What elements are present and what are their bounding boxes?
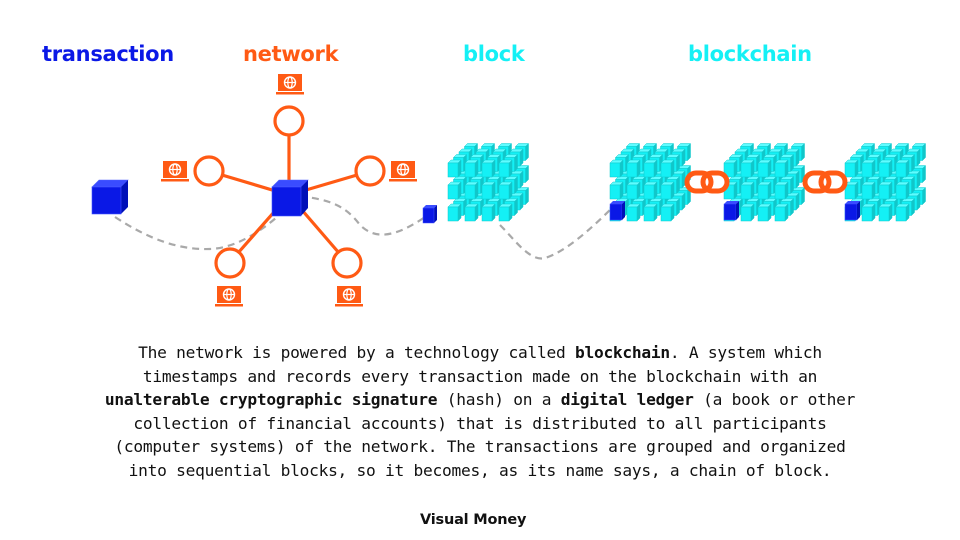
cyan-cube — [774, 159, 789, 178]
cyan-cube — [774, 181, 789, 200]
para-bold-ledger: digital ledger — [560, 390, 694, 409]
cyan-cube — [895, 159, 910, 178]
para-bold-blockchain: blockchain — [574, 343, 670, 362]
para-text: timestamps and records every transaction… — [142, 366, 818, 386]
cyan-cube — [844, 159, 859, 178]
cyan-cube — [660, 203, 675, 222]
cyan-cube — [643, 203, 658, 222]
para-text: into sequential blocks, so it becomes, a… — [128, 460, 832, 480]
laptop-globe-icon — [388, 160, 418, 183]
network-node-circles — [193, 105, 386, 279]
cyan-cube — [464, 159, 479, 178]
cyan-cube — [757, 203, 772, 222]
title-network: network — [243, 42, 339, 66]
blockchain-diagram — [91, 73, 926, 308]
para-bold-signature: unalterable cryptographic signature — [104, 390, 438, 409]
cyan-cube — [481, 159, 496, 178]
node-circle-icon — [193, 155, 225, 187]
cyan-cube — [498, 181, 513, 200]
logo-text: ney — [497, 512, 527, 528]
small-transaction-cube-icon — [422, 205, 437, 224]
cyan-cube — [660, 159, 675, 178]
visual-money-logo: Visual Money — [420, 512, 527, 528]
cyan-cube — [643, 159, 658, 178]
chain-transaction-cube-icon — [723, 201, 739, 221]
title-block: block — [463, 42, 525, 66]
node-circle-icon — [214, 247, 246, 279]
cyan-cube — [740, 181, 755, 200]
chain-transaction-cube-icon — [609, 201, 625, 221]
para-text: . A system which — [669, 343, 822, 362]
laptop-globe-icon — [275, 73, 305, 96]
title-transaction: transaction — [42, 42, 174, 66]
cyan-cube — [757, 181, 772, 200]
cyan-cube — [895, 203, 910, 222]
para-text: (hash) on a — [437, 390, 561, 409]
cyan-cube — [861, 181, 876, 200]
cyan-cube — [481, 203, 496, 222]
chain-transaction-cube-icon — [844, 201, 860, 221]
cyan-cube — [861, 203, 876, 222]
cyan-cube — [447, 159, 462, 178]
cyan-cube — [626, 203, 641, 222]
para-text: The network is powered by a technology c… — [138, 343, 575, 362]
laptop-globe-icon — [160, 160, 190, 183]
cyan-cube — [774, 203, 789, 222]
chain-link-icon — [687, 173, 727, 191]
cyan-cube — [609, 181, 624, 200]
description-paragraph: The network is powered by a technology c… — [20, 341, 940, 482]
node-circle-icon — [354, 155, 386, 187]
cyan-cube — [740, 203, 755, 222]
logo-o-glow: o — [484, 512, 499, 528]
cyan-cube — [861, 159, 876, 178]
para-text: (computer systems) of the network. The t… — [114, 437, 846, 456]
laptop-globe-icon — [334, 285, 364, 308]
cyan-cube — [878, 159, 893, 178]
node-circle-icon — [331, 247, 363, 279]
block-grid-icon — [447, 143, 529, 222]
transaction-path-dashed — [114, 194, 616, 260]
transaction-cube-icon — [91, 179, 129, 215]
network-center-cube-icon — [271, 179, 309, 217]
para-text: collection of financial accounts) that i… — [133, 413, 827, 433]
cyan-cube — [447, 181, 462, 200]
cyan-cube — [609, 159, 624, 178]
cyan-cube — [740, 159, 755, 178]
cyan-cube — [626, 159, 641, 178]
cyan-cube — [498, 203, 513, 222]
cyan-cube — [464, 203, 479, 222]
title-blockchain: blockchain — [688, 42, 812, 66]
cyan-cube — [643, 181, 658, 200]
chain-link-icon — [805, 173, 845, 191]
cyan-cube — [447, 203, 462, 222]
cyan-cube — [481, 181, 496, 200]
cyan-cube — [878, 203, 893, 222]
laptop-globe-icon — [214, 285, 244, 308]
logo-text: Visual M — [420, 512, 488, 528]
node-circle-icon — [273, 105, 305, 137]
cyan-cube — [895, 181, 910, 200]
cyan-cube — [660, 181, 675, 200]
cyan-cube — [878, 181, 893, 200]
cyan-cube — [498, 159, 513, 178]
cyan-cube — [757, 159, 772, 178]
cyan-cube — [626, 181, 641, 200]
para-text: (a book or other — [693, 390, 856, 409]
cyan-cube — [464, 181, 479, 200]
